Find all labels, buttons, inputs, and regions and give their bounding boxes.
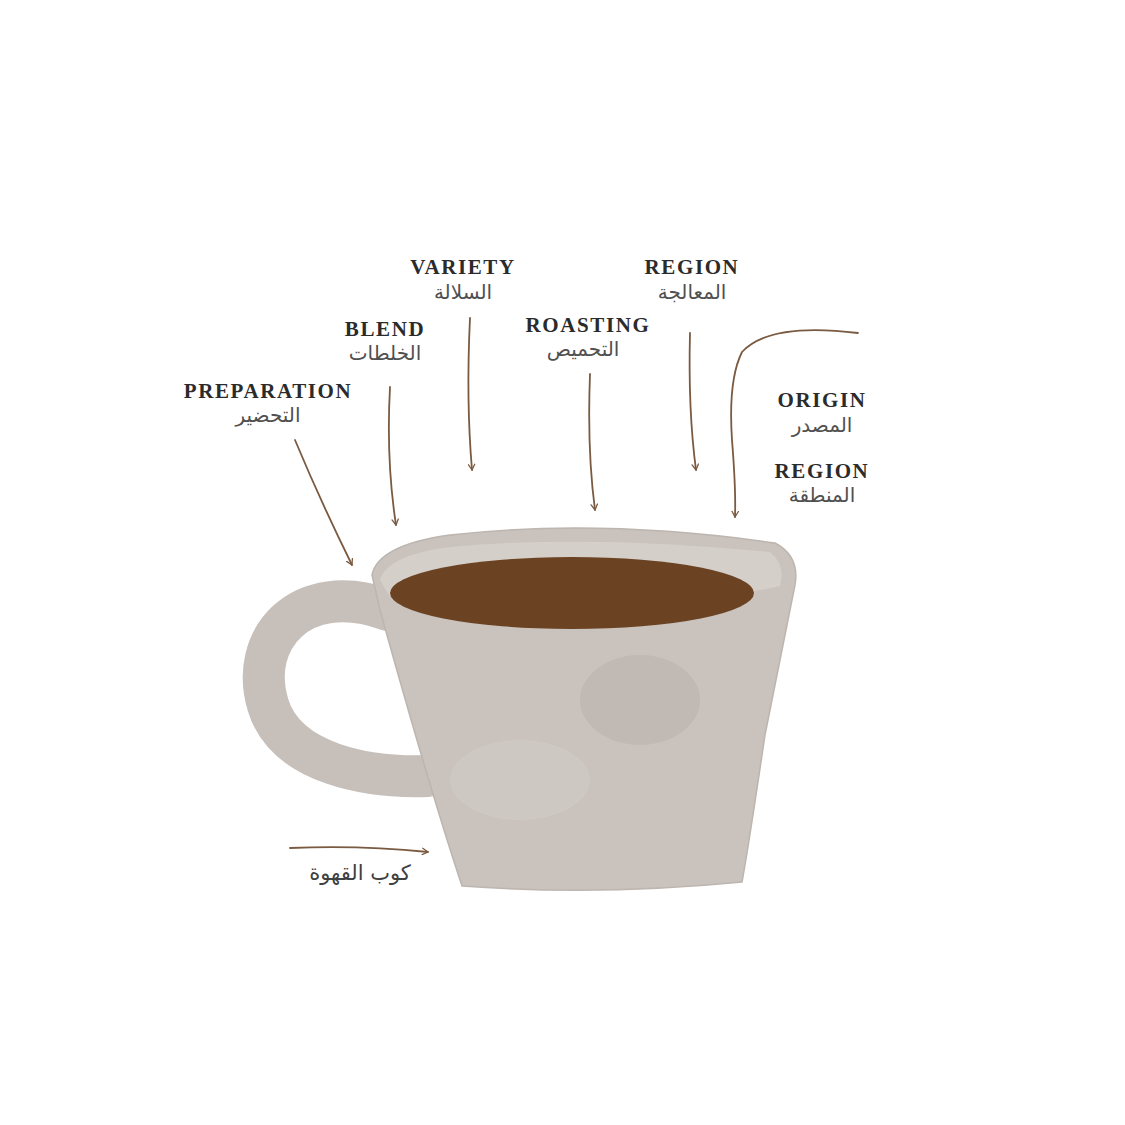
part-label: التحضير (235, 404, 300, 426)
part-label: السلالة (434, 281, 492, 303)
cup-texture (580, 655, 700, 745)
part-label: VARIETY (410, 256, 515, 279)
leader-line (690, 333, 696, 470)
part-label: المنطقة (789, 484, 856, 506)
part-label: ORIGIN (778, 389, 867, 412)
part-label: ROASTING (526, 314, 651, 337)
part-label: BLEND (345, 318, 425, 341)
part-label: التحميص (547, 338, 620, 360)
part-label: الخلطات (349, 342, 422, 364)
leader-line (468, 318, 472, 470)
leader-line (731, 330, 858, 517)
leader-lines (290, 318, 858, 852)
coffee-surface (390, 557, 754, 629)
leader-line (389, 387, 396, 525)
leader-line (290, 847, 428, 852)
part-label: المصدر (792, 414, 853, 436)
part-label: REGION (775, 460, 870, 483)
cup-texture (450, 740, 590, 820)
leader-line (295, 440, 352, 565)
cup-label: كوب القهوة (309, 862, 411, 885)
cup-body (372, 528, 796, 890)
part-label: REGION (645, 256, 740, 279)
coffee-cup (264, 528, 796, 890)
part-label: المعالجة (658, 281, 727, 303)
part-label: PREPARATION (184, 380, 353, 403)
leader-line (589, 374, 595, 510)
